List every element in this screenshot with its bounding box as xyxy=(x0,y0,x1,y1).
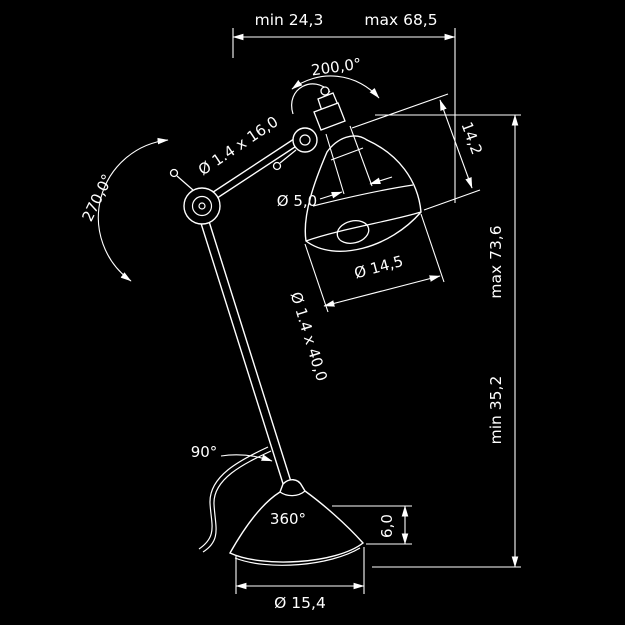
dim-label-base-height: 6,0 xyxy=(378,514,396,538)
dim-label-elbow-swivel: 270,0° xyxy=(78,171,116,224)
dim-socket-diameter xyxy=(319,125,393,200)
top-knob xyxy=(320,86,330,96)
dim-label-base-diameter: Ø 15,4 xyxy=(274,594,326,612)
leader-base-tilt xyxy=(220,454,273,462)
arc-head-swivel xyxy=(291,75,380,99)
elbow-joint xyxy=(169,168,221,225)
dim-base-height xyxy=(332,505,412,545)
dim-label-shade-depth: 14,2 xyxy=(458,120,486,158)
dim-label-socket: Ø 5,0 xyxy=(277,192,317,210)
shade-rim xyxy=(305,211,422,242)
dim-label-upper-arm: Ø 1.4 x 16,0 xyxy=(195,113,282,180)
dim-label-height-max: max 73,6 xyxy=(487,225,505,298)
arc-elbow-swivel xyxy=(97,137,169,282)
dim-label-top-max: max 68,5 xyxy=(364,11,437,29)
head-assembly xyxy=(272,83,346,171)
base xyxy=(229,479,365,566)
lamp-drawing xyxy=(169,83,422,566)
dim-shade-depth xyxy=(351,93,481,211)
dim-label-lower-arm: Ø 1.4 x 40,0 xyxy=(287,290,331,383)
dim-label-shade-diameter: Ø 14,5 xyxy=(352,252,405,282)
socket-body xyxy=(313,102,346,131)
dim-label-head-swivel: 200,0° xyxy=(310,55,362,80)
dim-label-base-swivel: 360° xyxy=(270,510,306,528)
dim-base-diameter xyxy=(235,547,365,594)
cable xyxy=(198,446,272,553)
dim-shade-diameter xyxy=(304,213,445,313)
dim-label-top-min: min 24,3 xyxy=(255,11,324,29)
shade xyxy=(304,135,422,252)
dim-label-base-tilt: 90° xyxy=(191,443,218,461)
head-pivot xyxy=(292,127,318,153)
dim-label-height-min: min 35,2 xyxy=(487,376,505,445)
